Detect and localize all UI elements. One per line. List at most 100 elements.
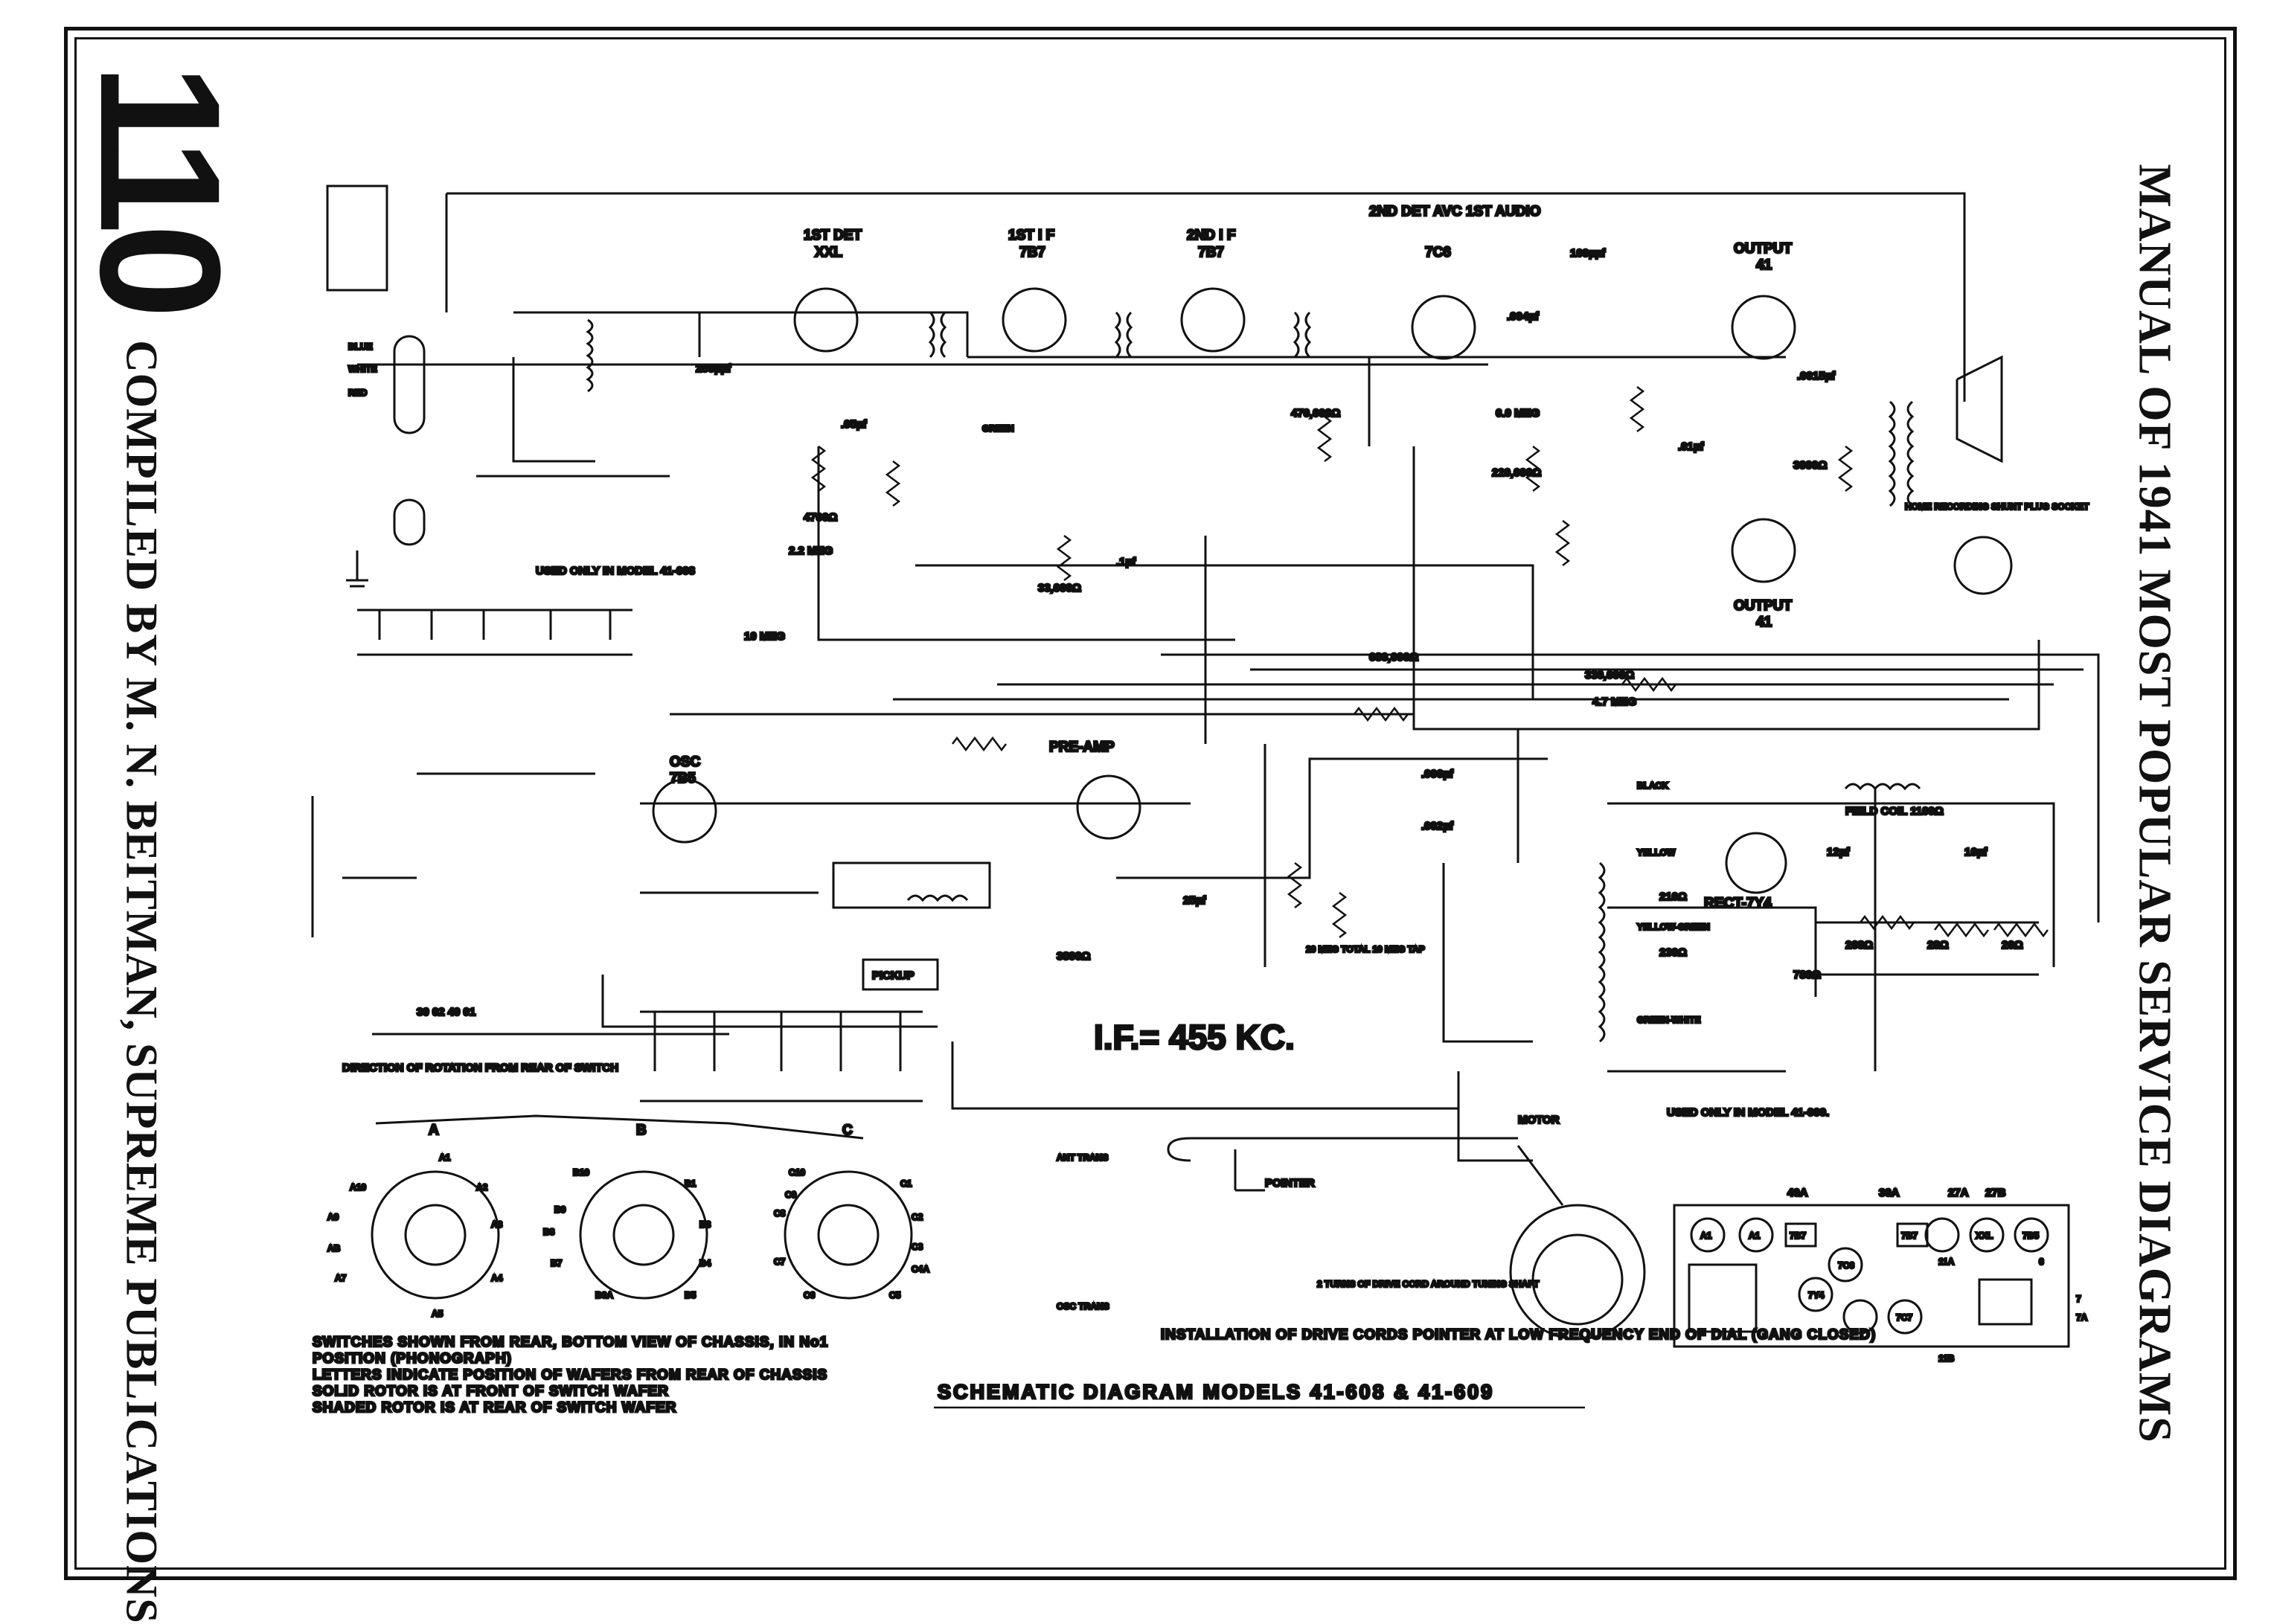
tube-label-1st-det: 1ST DET [804, 228, 862, 243]
wafer-c-contact: C10 [789, 1167, 805, 1178]
outer-border [64, 27, 2237, 1580]
value-label: 26Ω [2002, 939, 2023, 951]
tube-label-2nd-if: 2ND I F [1187, 228, 1235, 243]
layout-label: 7 [2076, 1294, 2081, 1304]
layout-label: 11B [1938, 1353, 1955, 1364]
value-label: 25µf [1183, 894, 1206, 907]
pickup-box [862, 958, 939, 991]
switch-note: SOLID ROTOR IS AT FRONT OF SWITCH WAFER [313, 1384, 669, 1399]
tuning-gang [357, 609, 923, 1103]
wafer-c-contact: C9 [785, 1190, 797, 1200]
wafer-c-contact: C3 [912, 1242, 923, 1252]
value-label: 4700Ω [804, 511, 837, 524]
motor-label: MOTOR [1518, 1114, 1560, 1126]
resistor-zigzags [810, 386, 2049, 938]
value-label: .002µf [1421, 820, 1454, 832]
layout-label: 6 [2039, 1256, 2044, 1267]
wire-color-label: GREEN [982, 423, 1014, 434]
value-label: .006µf [1421, 768, 1454, 780]
value-label: 10 MEG [744, 630, 785, 643]
value-label: 330,000Ω [1585, 669, 1634, 681]
wafer-b-contact: B1 [685, 1178, 696, 1189]
wafer-c-contact: C7 [774, 1256, 786, 1267]
tube-label-2nd-det: 2ND DET AVC 1ST AUDIO [1369, 204, 1541, 219]
wafer-b-contact: B7 [551, 1258, 563, 1268]
direction-label: DIRECTION OF ROTATION FROM REAR OF SWITC… [342, 1062, 618, 1074]
value-label: .004µf [1507, 310, 1540, 323]
value-label: 210Ω [1659, 890, 1687, 903]
layout-label: 7A [2076, 1312, 2088, 1323]
switch-note: SHADED ROTOR IS AT REAR OF SWITCH WAFER [313, 1400, 676, 1416]
used-only-609-label: USED ONLY IN MODEL 41-609. [1667, 1106, 1829, 1119]
layout-label: 7C6 [1838, 1260, 1854, 1271]
wafer-b-title: B [636, 1123, 647, 1138]
chassis-layout [1673, 1204, 2070, 1348]
value-label: 780Ω [1793, 969, 1821, 981]
value-label: .05µf [841, 418, 867, 431]
speaker [1953, 355, 2013, 595]
wire-color-label: BLUE [348, 341, 373, 352]
wafer-c-contact: C8 [774, 1208, 786, 1219]
tube-rectifier [1725, 832, 1787, 894]
tube-type-1st-det: XXL [815, 245, 842, 260]
tube-label-1st-if: 1ST I F [1008, 228, 1054, 243]
ant-trans-label: ANT TRANS [1057, 1152, 1108, 1163]
layout-label: A1 [1749, 1230, 1761, 1241]
wafer-c-contact: C2 [912, 1212, 923, 1222]
wafer-a-contact: AB [327, 1243, 341, 1254]
used-only-608-label: USED ONLY IN MODEL 41-608 [536, 565, 695, 577]
value-label: 28Ω [1927, 939, 1949, 951]
tube-output-1 [1731, 295, 1796, 360]
wafer-b-contact: B6A [595, 1290, 613, 1300]
schematic-wiring [311, 192, 2100, 1162]
layout-label: 40A [1787, 1187, 1808, 1199]
wire-color-label: YELLOW [1637, 847, 1676, 858]
switch-note: SWITCHES SHOWN FROM REAR, BOTTOM VIEW OF… [313, 1335, 828, 1350]
value-label: 230Ω [1659, 946, 1687, 959]
wafer-c-contact: C1 [900, 1178, 912, 1189]
schematic-caption: SCHEMATIC DIAGRAM MODELS 41-608 & 41-609 [938, 1381, 1494, 1403]
wire-color-label: RED [348, 388, 368, 398]
layout-label: 7B7 [1901, 1230, 1918, 1241]
tube-label-osc: OSC [670, 754, 700, 770]
layout-label: XXL [1976, 1230, 1993, 1241]
tube-label-output-1: OUTPUT [1734, 241, 1793, 257]
layout-label: 7B5 [2022, 1230, 2039, 1241]
tube-type-1st-if: 7B7 [1019, 245, 1045, 260]
tube-pre-amp [1076, 774, 1141, 840]
value-label: 4.7 MEG [1592, 696, 1636, 708]
tube-label-rectifier: RECT-7Y4 [1704, 896, 1772, 911]
layout-label: 27A [1948, 1187, 1969, 1199]
wafer-b-contact: B3 [699, 1219, 711, 1230]
inner-border [74, 37, 2226, 1570]
wafer-c-contact: C4A [912, 1264, 929, 1274]
tube-output-2 [1731, 518, 1796, 583]
tube-1st-det [793, 287, 859, 353]
wafer-a-title: A [429, 1123, 439, 1138]
tube-type-output-2: 41 [1756, 614, 1772, 630]
value-label: 470,000Ω [1291, 407, 1340, 420]
wafer-a-contact: A5 [432, 1309, 443, 1319]
wafer-b-contact: B9 [554, 1204, 566, 1215]
tube-label-output-2: OUTPUT [1734, 598, 1793, 614]
switch-note: POSITION (PHONOGRAPH) [313, 1351, 512, 1367]
layout-label: A1 [1700, 1230, 1712, 1241]
wafer-b-contact: B8 [543, 1227, 555, 1237]
value-label: 33,000Ω [1038, 582, 1081, 594]
wire-color-label: YELLOW-GREEN [1637, 922, 1710, 932]
tube-2nd-if [1180, 287, 1246, 353]
tube-label-pre-amp: PRE-AMP [1049, 739, 1115, 755]
wafer-a-contact: A2 [476, 1182, 488, 1193]
dial-drive-assembly [1167, 1137, 1646, 1341]
wafer-a-contact: A7 [335, 1273, 347, 1283]
if-frequency-label: I.F.= 455 KC. [1094, 1018, 1295, 1056]
wafer-a-contact: A1 [439, 1152, 451, 1163]
value-label: 268Ω [1845, 939, 1873, 951]
layout-label: 7B7 [1790, 1230, 1806, 1241]
value-label: .1µf [1116, 556, 1136, 568]
value-label: .01µf [1678, 440, 1704, 453]
tube-osc [652, 778, 717, 844]
wafer-c-contact: C6 [804, 1290, 816, 1300]
switch-wafer-drawings [371, 1114, 913, 1300]
value-label: FIELD COIL 1100Ω [1845, 805, 1944, 818]
